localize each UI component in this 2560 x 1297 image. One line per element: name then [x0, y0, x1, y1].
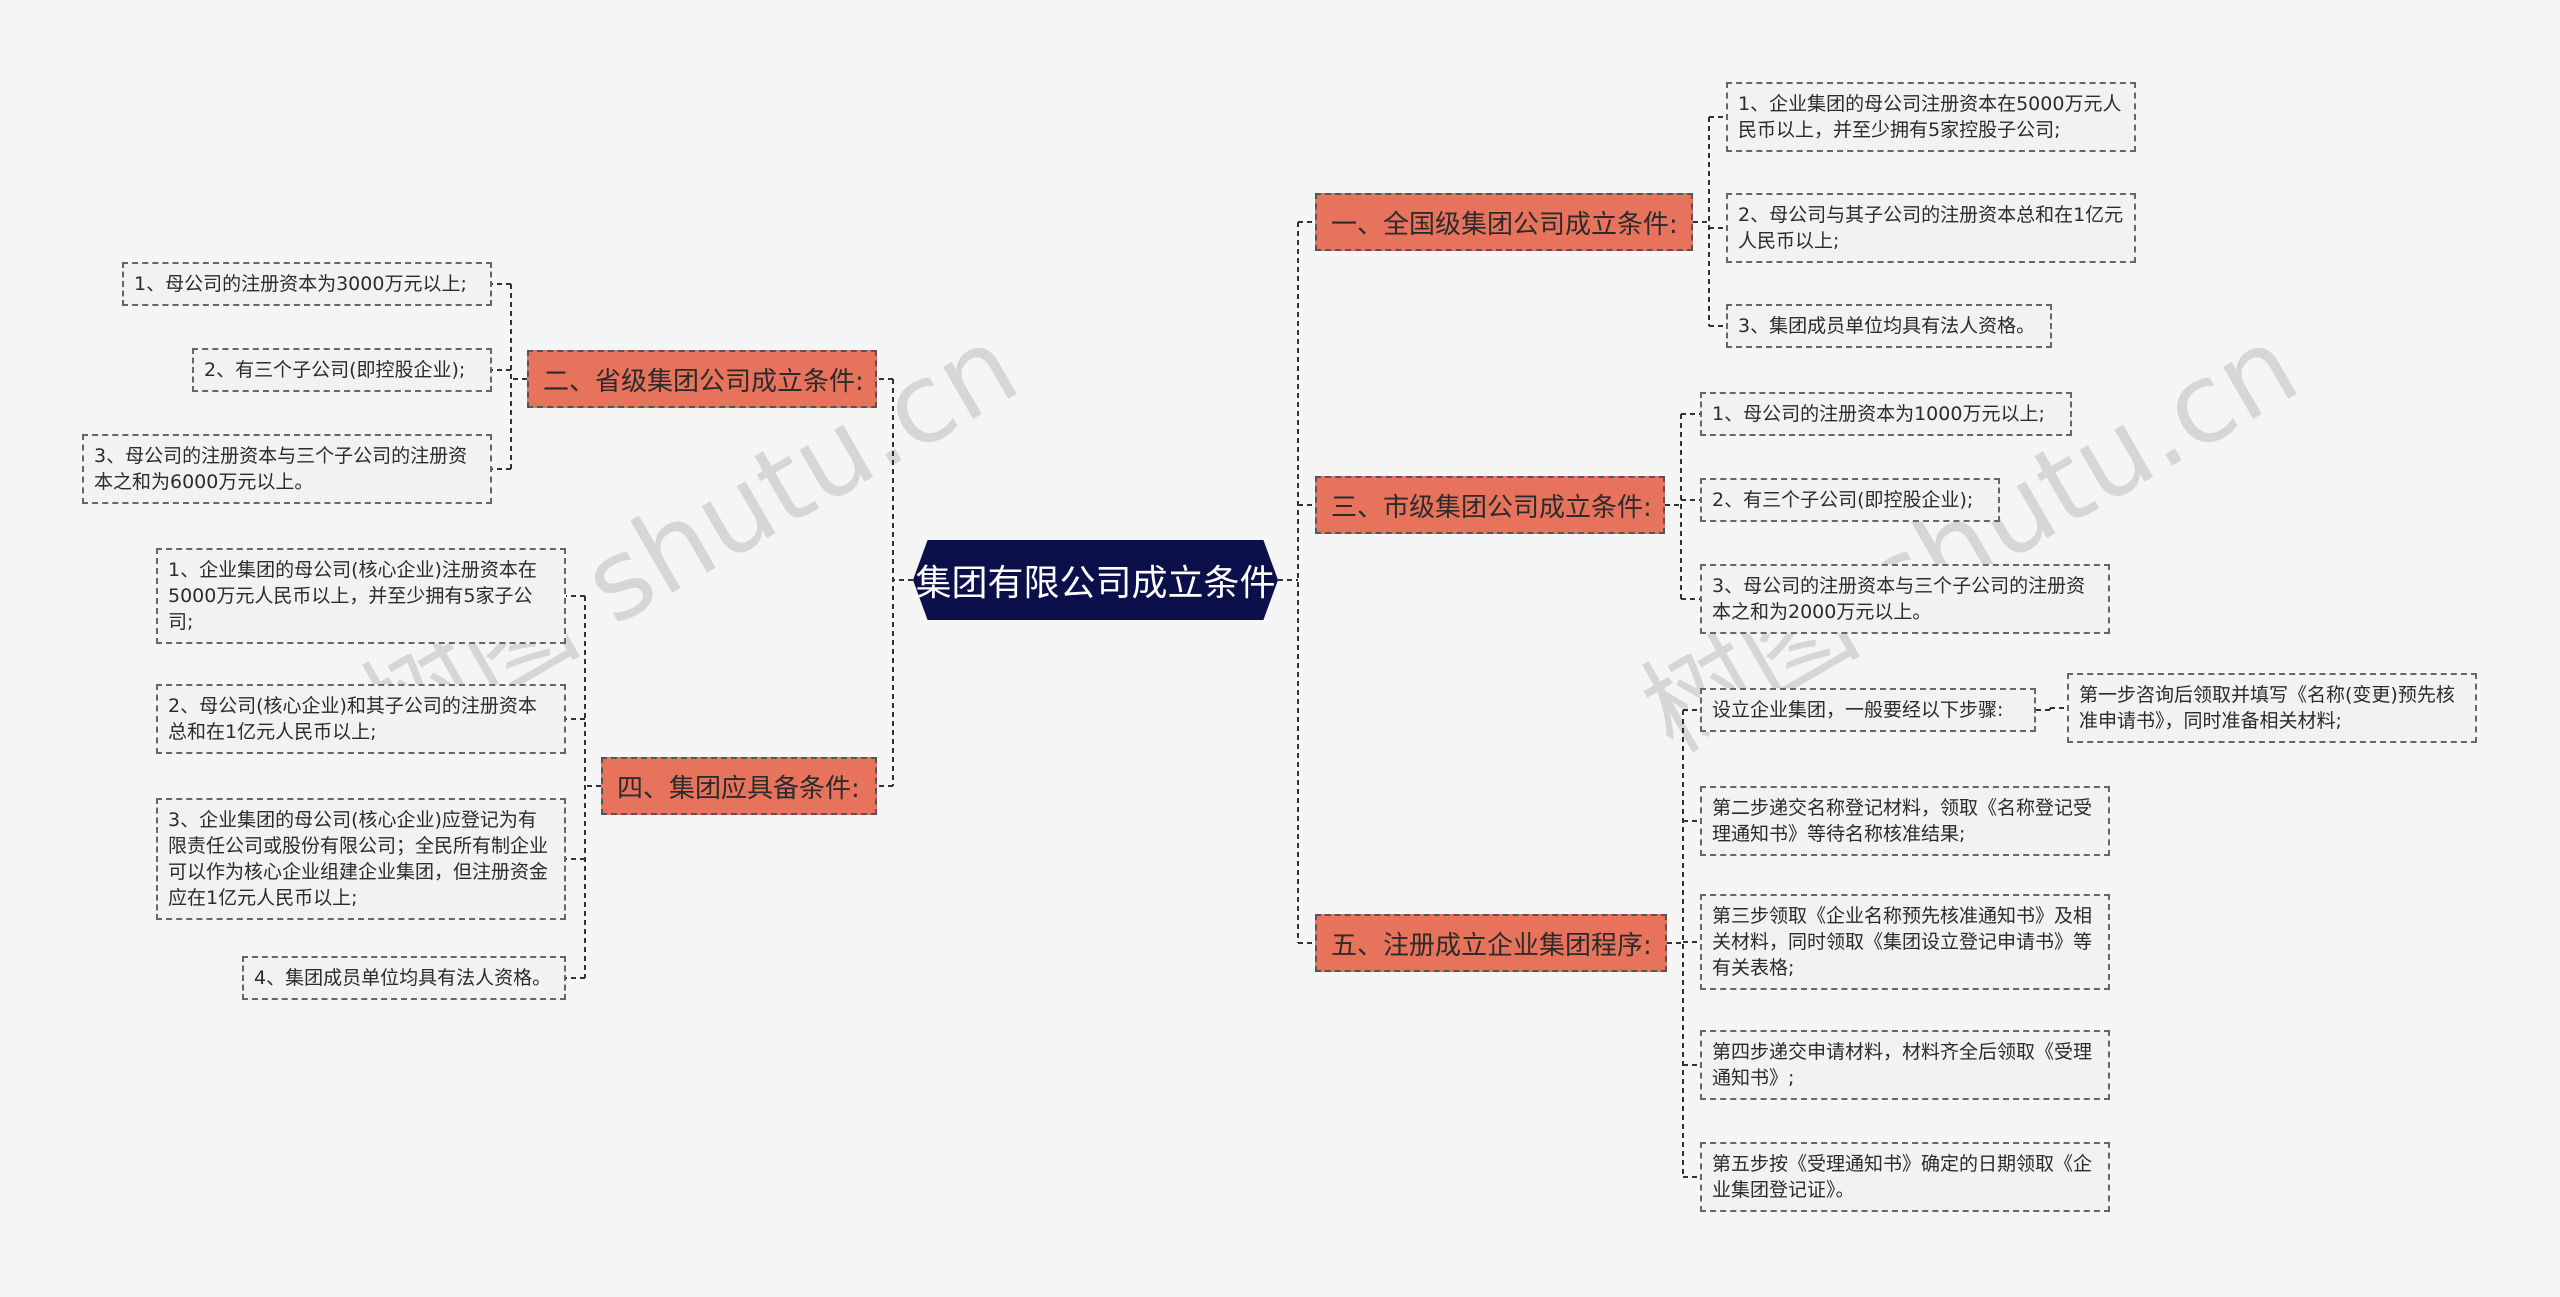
registration-leaf-intro[interactable]: 设立企业集团，一般要经以下步骤:	[1700, 688, 2036, 732]
municipal-leaf-1[interactable]: 1、母公司的注册资本为1000万元以上;	[1700, 392, 2072, 436]
root-node[interactable]: 集团有限公司成立条件	[913, 540, 1278, 620]
national-leaf-3[interactable]: 3、集团成员单位均具有法人资格。	[1726, 304, 2052, 348]
requirements-leaf-3[interactable]: 3、企业集团的母公司(核心企业)应登记为有限责任公司或股份有限公司；全民所有制企…	[156, 798, 566, 920]
national-leaf-1[interactable]: 1、企业集团的母公司注册资本在5000万元人民币以上，并至少拥有5家控股子公司;	[1726, 82, 2136, 152]
category-municipal[interactable]: 三、市级集团公司成立条件:	[1315, 476, 1665, 534]
national-leaf-2[interactable]: 2、母公司与其子公司的注册资本总和在1亿元人民币以上;	[1726, 193, 2136, 263]
category-registration[interactable]: 五、注册成立企业集团程序:	[1315, 914, 1667, 972]
registration-step-3[interactable]: 第三步领取《企业名称预先核准通知书》及相关材料，同时领取《集团设立登记申请书》等…	[1700, 894, 2110, 990]
municipal-leaf-2[interactable]: 2、有三个子公司(即控股企业);	[1700, 478, 2000, 522]
category-provincial[interactable]: 二、省级集团公司成立条件:	[527, 350, 877, 408]
requirements-leaf-4[interactable]: 4、集团成员单位均具有法人资格。	[242, 956, 566, 1000]
requirements-leaf-1[interactable]: 1、企业集团的母公司(核心企业)注册资本在5000万元人民币以上，并至少拥有5家…	[156, 548, 566, 644]
category-requirements[interactable]: 四、集团应具备条件:	[601, 757, 877, 815]
requirements-leaf-2[interactable]: 2、母公司(核心企业)和其子公司的注册资本总和在1亿元人民币以上;	[156, 684, 566, 754]
registration-step-1[interactable]: 第一步咨询后领取并填写《名称(变更)预先核准申请书》，同时准备相关材料;	[2067, 673, 2477, 743]
registration-step-5[interactable]: 第五步按《受理通知书》确定的日期领取《企业集团登记证》。	[1700, 1142, 2110, 1212]
category-national[interactable]: 一、全国级集团公司成立条件:	[1315, 193, 1693, 251]
registration-step-2[interactable]: 第二步递交名称登记材料，领取《名称登记受理通知书》等待名称核准结果;	[1700, 786, 2110, 856]
provincial-leaf-3[interactable]: 3、母公司的注册资本与三个子公司的注册资本之和为6000万元以上。	[82, 434, 492, 504]
registration-step-4[interactable]: 第四步递交申请材料，材料齐全后领取《受理通知书》;	[1700, 1030, 2110, 1100]
provincial-leaf-2[interactable]: 2、有三个子公司(即控股企业);	[192, 348, 492, 392]
municipal-leaf-3[interactable]: 3、母公司的注册资本与三个子公司的注册资本之和为2000万元以上。	[1700, 564, 2110, 634]
provincial-leaf-1[interactable]: 1、母公司的注册资本为3000万元以上;	[122, 262, 492, 306]
